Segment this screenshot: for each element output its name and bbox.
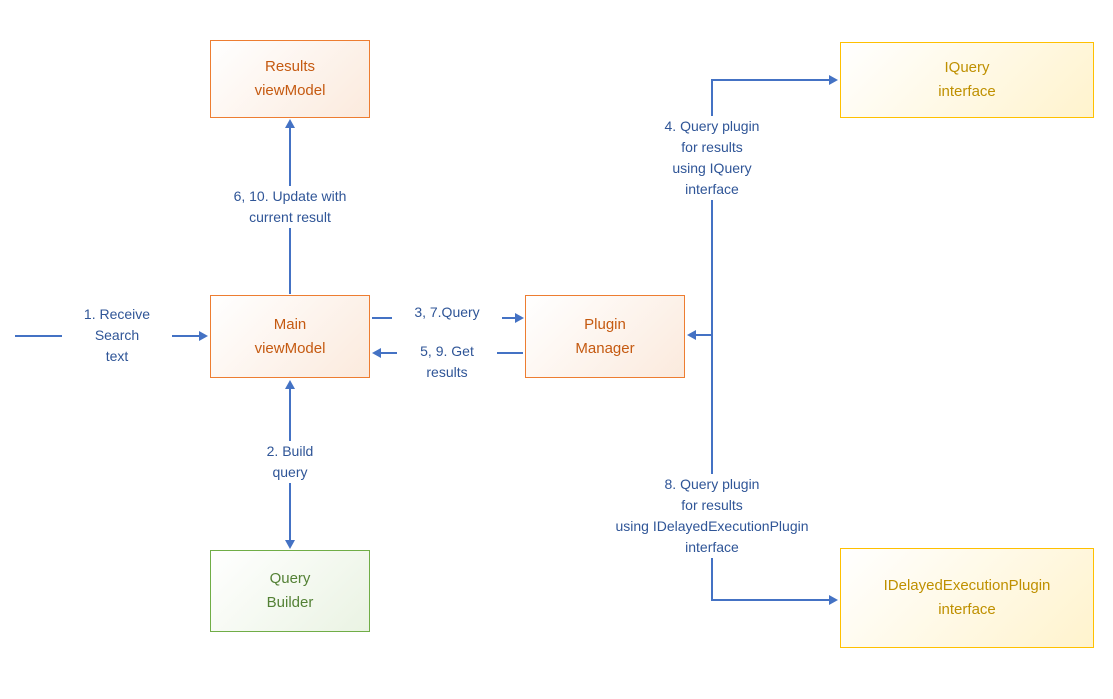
edge-label-line: using IDelayedExecutionPlugin xyxy=(615,518,809,534)
edge-label-receive-search-text: 1. Receive Search text xyxy=(62,304,172,367)
arrowhead-up xyxy=(285,380,295,389)
edge-label-line: interface xyxy=(685,539,739,555)
edge-label-line: for results xyxy=(681,139,743,155)
node-label-line: Results xyxy=(264,58,316,75)
edge-label-line: 1. Receive xyxy=(83,306,151,322)
edge-label-line: using IQuery xyxy=(672,160,752,176)
arrowhead-up xyxy=(285,119,295,128)
edge-to-iquery-line xyxy=(712,79,829,81)
edge-to-plugin-manager-line xyxy=(696,334,712,336)
node-main-viewmodel: Main viewModel xyxy=(210,295,370,378)
edge-label-line: 8. Query plugin xyxy=(664,476,760,492)
edge-label-query-plugin-iquery: 4. Query plugin for results using IQuery… xyxy=(632,116,792,200)
node-idelayedexecutionplugin-interface: IDelayedExecutionPlugin interface xyxy=(840,548,1094,648)
arrowhead-left xyxy=(372,348,381,358)
edge-label-line: current result xyxy=(249,209,331,225)
node-label-line: interface xyxy=(938,601,996,618)
node-label-line: interface xyxy=(938,83,996,100)
node-label-line: Main xyxy=(273,315,307,333)
edge-label-line: Search xyxy=(94,327,140,343)
edge-label-query: 3, 7.Query xyxy=(392,302,502,323)
edge-plugin-interfaces-trunk-line xyxy=(711,79,713,601)
node-label-line: Builder xyxy=(266,594,314,611)
node-query-builder: Query Builder xyxy=(210,550,370,632)
arrowhead-right xyxy=(199,331,208,341)
node-label-line: viewModel xyxy=(254,339,326,357)
edge-label-line: 6, 10. Update with xyxy=(233,188,347,204)
edge-label-line: 2. Build xyxy=(266,443,314,459)
edge-label-get-results: 5, 9. Get results xyxy=(397,341,497,383)
edge-to-idelayed-line xyxy=(712,599,829,601)
node-iquery-interface: IQuery interface xyxy=(840,42,1094,118)
node-label-line: Query xyxy=(269,570,311,587)
arrowhead-right xyxy=(829,75,838,85)
arrowhead-right xyxy=(829,595,838,605)
arrowhead-right xyxy=(515,313,524,323)
edge-label-line: interface xyxy=(685,181,739,197)
node-label-line: viewModel xyxy=(254,82,326,99)
edge-label-build-query: 2. Build query xyxy=(235,441,345,483)
edge-label-line: 5, 9. Get xyxy=(420,343,474,359)
edge-label-update-with-current-result: 6, 10. Update with current result xyxy=(200,186,380,228)
node-label-line: Plugin xyxy=(584,315,626,333)
edge-label-line: for results xyxy=(681,497,743,513)
node-label-line: IQuery xyxy=(944,59,990,76)
arrowhead-left xyxy=(687,330,696,340)
node-plugin-manager: Plugin Manager xyxy=(525,295,685,378)
edge-label-line: results xyxy=(426,364,468,380)
node-results-viewmodel: Results viewModel xyxy=(210,40,370,118)
node-label-line: IDelayedExecutionPlugin xyxy=(883,577,1051,594)
edge-label-line: query xyxy=(272,464,308,480)
edge-label-line: 4. Query plugin xyxy=(664,118,760,134)
arrowhead-down xyxy=(285,540,295,549)
edge-label-line: 3, 7.Query xyxy=(414,304,480,320)
edge-label-line: text xyxy=(105,348,129,364)
node-label-line: Manager xyxy=(575,339,635,357)
edge-label-query-plugin-idelayed: 8. Query plugin for results using IDelay… xyxy=(577,474,847,558)
